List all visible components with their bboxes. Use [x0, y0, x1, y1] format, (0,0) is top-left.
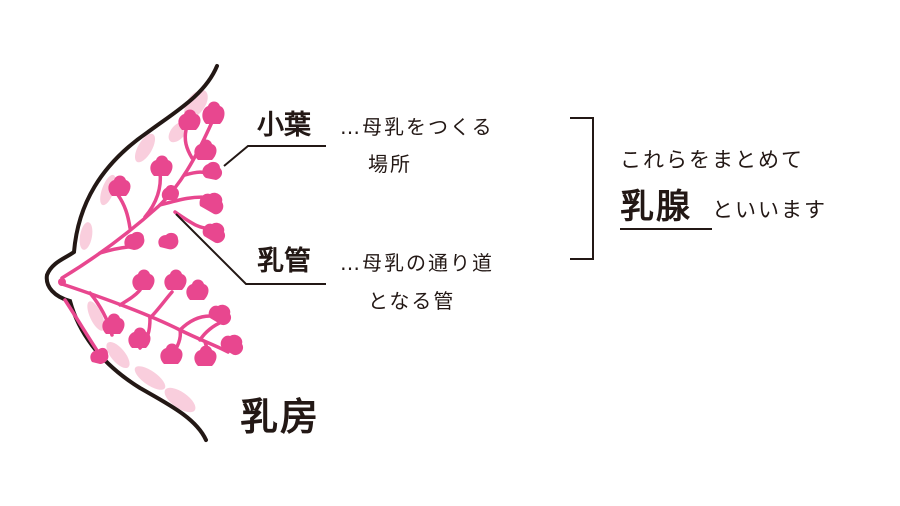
- duct-description-line-2: となる管: [368, 289, 456, 313]
- lobules: [58, 101, 244, 366]
- mammary-gland-term: 乳腺: [620, 187, 692, 227]
- lobule-term: 小葉: [257, 110, 311, 141]
- summary-line-1: これらをまとめて: [620, 148, 804, 172]
- lobule-description-line-2: 場所: [368, 152, 412, 176]
- duct-leader-line: [175, 213, 326, 285]
- duct-term: 乳管: [257, 246, 311, 277]
- lobule-leader-line: [223, 145, 326, 167]
- grouping-bracket: [570, 117, 594, 260]
- duct-description-line-1: …母乳の通り道: [340, 251, 494, 275]
- breast-title: 乳房: [240, 395, 321, 439]
- leader-lines: [175, 117, 712, 285]
- breast-outline: [44, 64, 219, 442]
- lobule-description-line-1: …母乳をつくる: [340, 115, 494, 139]
- summary-suffix: といいます: [712, 198, 827, 222]
